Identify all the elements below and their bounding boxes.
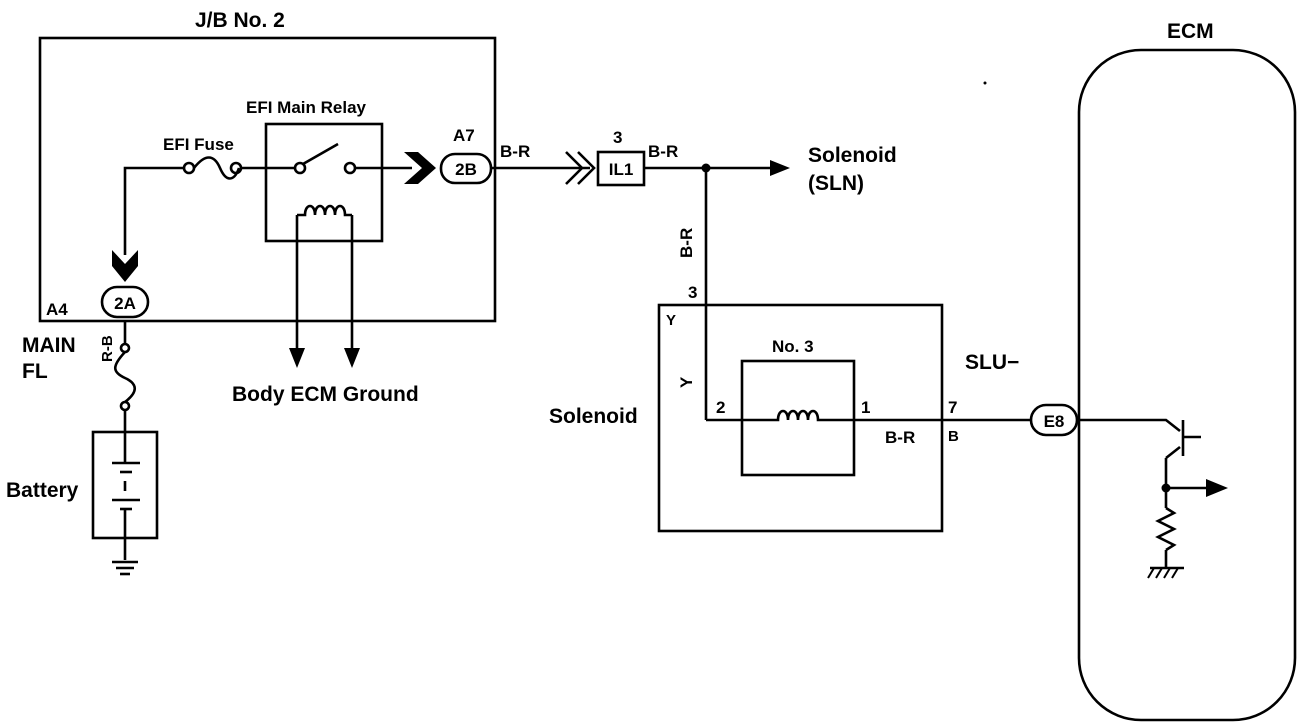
solenoid-pin-2-label: 2	[716, 398, 725, 417]
battery-label: Battery	[6, 479, 79, 502]
jb-internal-wire	[123, 166, 184, 255]
no3-coil-label: No. 3	[772, 337, 814, 356]
jb-no2-box	[38, 36, 497, 323]
ecm-internal-wire	[1077, 418, 1181, 433]
relay-switch-arm	[302, 142, 339, 166]
il1-pin-3-label: 3	[613, 128, 622, 147]
sln-arrow-icon	[770, 160, 790, 176]
main-fl-label-2: FL	[22, 360, 48, 383]
ecm-title: ECM	[1167, 20, 1214, 43]
solenoid-pin-b-label: B	[948, 428, 959, 445]
no3-coil-box	[740, 359, 856, 477]
connector-arrow-icon-2b	[404, 152, 436, 184]
stray-dot	[983, 81, 987, 85]
connector-il1-label: IL1	[609, 160, 634, 179]
connector-chevron-icon-il1	[565, 151, 596, 185]
jb-title: J/B No. 2	[195, 9, 285, 32]
pin-a4-label: A4	[46, 300, 68, 319]
ground-arrow-icon-right	[344, 348, 360, 368]
efi-fuse-icon	[192, 156, 241, 180]
ground-arrow-icon-left	[289, 348, 305, 368]
main-fl-label-1: MAIN	[22, 334, 76, 357]
wire-br-vert-label: B-R	[677, 228, 696, 258]
relay-coil-icon	[297, 204, 352, 217]
ecm-output-arrow-icon	[1206, 479, 1228, 497]
solenoid-box	[657, 303, 944, 533]
connector-2a	[100, 285, 150, 319]
resistor-icon	[1155, 506, 1177, 552]
solenoid-pin-3-label: 3	[688, 283, 697, 302]
body-ecm-ground-label: Body ECM Ground	[232, 383, 419, 406]
efi-fuse-terminal-left	[182, 161, 196, 175]
connector-2a-label: 2A	[114, 294, 136, 313]
sln-label-2: (SLN)	[808, 172, 864, 195]
connector-arrow-icon-2a	[112, 250, 138, 282]
relay-contact-right	[343, 161, 357, 175]
battery-ground-icon	[112, 560, 138, 576]
relay-contact-left	[293, 161, 307, 175]
wire-rb-label: R-B	[99, 335, 116, 362]
ecm-ground-icon	[1147, 566, 1184, 579]
sln-label-1: Solenoid	[808, 144, 897, 167]
wire-y-label: Y	[677, 376, 696, 388]
efi-main-relay-box	[264, 122, 384, 243]
connector-2b-label: 2B	[455, 160, 477, 179]
wire-br-label-2: B-R	[648, 142, 678, 161]
solenoid-label: Solenoid	[549, 405, 638, 428]
transistor-emitter	[1165, 445, 1181, 460]
efi-fuse-label: EFI Fuse	[163, 135, 234, 154]
solenoid-pin-7-label: 7	[948, 398, 957, 417]
efi-fuse-terminal-right	[229, 161, 243, 175]
pin-a7-label: A7	[453, 126, 475, 145]
main-fl-terminal-bottom	[119, 400, 131, 412]
main-fl-terminal-top	[119, 342, 131, 354]
wire-br-label-1: B-R	[500, 142, 530, 161]
ecm-box	[1077, 48, 1297, 722]
wire-br-label-3: B-R	[885, 428, 915, 447]
efi-main-relay-label: EFI Main Relay	[246, 98, 367, 117]
main-fl-fuse-icon	[113, 351, 137, 404]
solenoid-pin-y-label: Y	[666, 312, 676, 329]
no3-coil-icon	[772, 409, 828, 422]
slu-label: SLU−	[965, 351, 1019, 374]
connector-e8-label: E8	[1044, 412, 1065, 431]
solenoid-pin-1-label: 1	[861, 398, 870, 417]
